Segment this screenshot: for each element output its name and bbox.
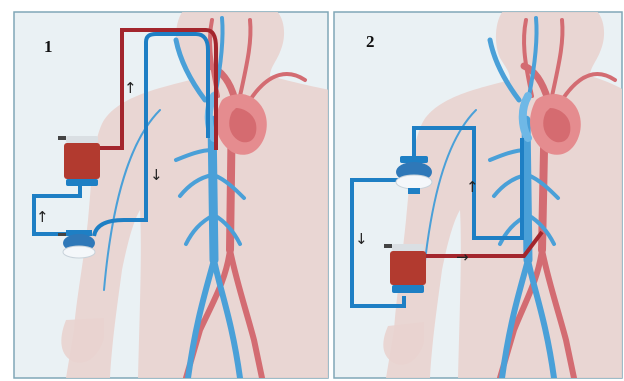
oxygenator-device — [58, 230, 95, 258]
flow-arrow-up: ↑ — [36, 208, 49, 226]
flow-arrow-up: ↑ — [466, 178, 479, 196]
panel-2: 2 ↑ ↓ → — [334, 6, 624, 378]
flow-arrow-right: → — [456, 248, 469, 266]
flow-arrow-down: ↓ — [355, 230, 368, 248]
panel-1: 1 ↑ ↓ ↑ — [14, 6, 330, 378]
flow-arrow-up: ↑ — [124, 79, 137, 97]
flow-arrow-down: ↓ — [150, 166, 163, 184]
panel-2-label: 2 — [366, 32, 375, 51]
panel-1-label: 1 — [44, 37, 53, 56]
